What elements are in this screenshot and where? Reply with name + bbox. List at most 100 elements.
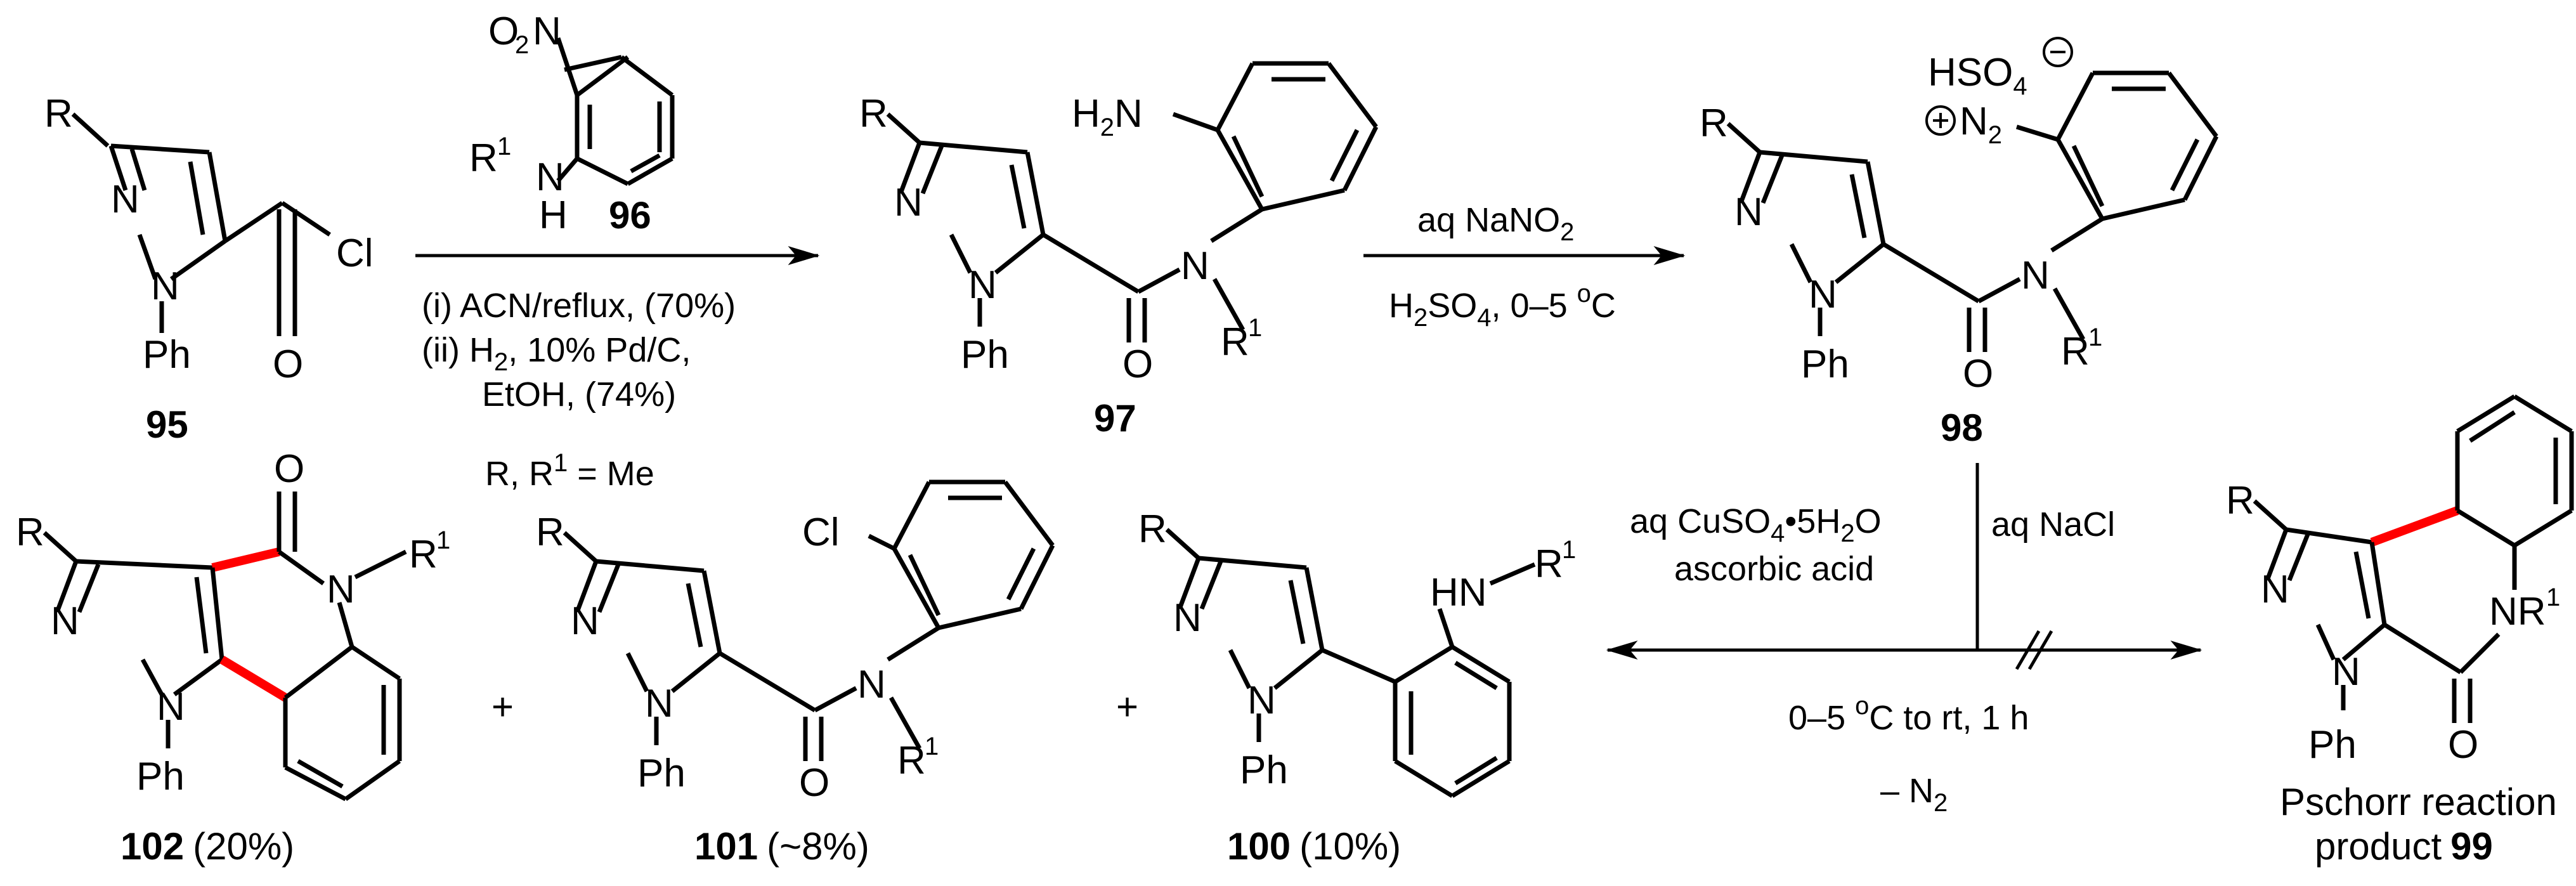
atom-n: N2 <box>1960 100 2002 149</box>
compound-102: R N N Ph O N R 1 102(20%) <box>16 447 450 868</box>
compound-caption: Pschorr reaction <box>2280 781 2557 823</box>
atom-cl: Cl <box>802 511 840 554</box>
atom-o: O <box>274 447 304 491</box>
condition-line: 0–5 oC to rt, 1 h <box>1788 692 2029 737</box>
plus-charge-icon <box>1925 105 1956 136</box>
atom-cl: Cl <box>336 231 374 275</box>
minus-charge-icon <box>2043 37 2073 67</box>
blocked-arrow-mark <box>2015 630 2053 670</box>
superscript: 1 <box>925 733 939 760</box>
atom-n: N <box>2021 254 2050 297</box>
atom-r: R <box>897 739 926 783</box>
atom-ph: Ph <box>136 755 185 798</box>
compound-label: 97 <box>1094 397 1136 440</box>
atom-nr: NR <box>2489 590 2546 634</box>
condition-line: aq NaNO2 <box>1417 201 1574 246</box>
condition-line: (i) ACN/reflux, (70%) <box>422 287 736 325</box>
compound-label: 98 <box>1941 407 1983 449</box>
atom-o: O <box>1963 352 1993 396</box>
atom-ph: Ph <box>1801 342 1849 386</box>
atom-n: N <box>2332 650 2360 694</box>
compound-98: R N N Ph O N R 1 HSO4 N2 98 <box>1700 37 2219 449</box>
atom-r: R <box>1138 507 1167 551</box>
atom-n: N <box>536 155 564 199</box>
condition-line: (ii) H2, 10% Pd/C, <box>422 331 691 376</box>
atom-n: N <box>894 181 923 225</box>
compound-100: R N N Ph HN R 1 100(10%) <box>1138 507 1576 868</box>
atom-h: H <box>539 193 568 237</box>
conditions-step1: (i) ACN/reflux, (70%) (ii) H2, 10% Pd/C,… <box>422 287 736 493</box>
compound-label: 102(20%) <box>120 825 294 868</box>
atom-o: O <box>2448 723 2478 767</box>
atom-n: N <box>571 599 599 643</box>
plus-sign <box>1933 113 1948 128</box>
compound-101: R N N Ph O N R 1 Cl 101(~8%) <box>536 479 1055 868</box>
atom-n: N <box>1247 679 1276 722</box>
atom-n: N <box>968 263 997 307</box>
new-bond-highlight <box>211 547 280 572</box>
superscript: 1 <box>2546 583 2560 611</box>
atom-r: R <box>2226 479 2254 523</box>
atom-r: R <box>859 92 888 136</box>
superscript: 1 <box>2088 323 2102 351</box>
condition-line: EtOH, (74%) <box>482 375 676 414</box>
atom-n: N <box>151 264 179 308</box>
counterion: HSO4 <box>1928 51 2027 100</box>
atom-n: N <box>2261 568 2289 611</box>
atom-n: N <box>1734 190 1763 234</box>
new-bond-highlight <box>219 655 288 702</box>
compound-97: R N N Ph O N R 1 H2N 97 <box>859 61 1379 440</box>
condition-line: ascorbic acid <box>1674 550 1874 588</box>
atom-n: N <box>1181 244 1209 288</box>
compound-99: R N N Ph O NR 1 Pschorr reaction product… <box>2226 394 2574 868</box>
condition-line: – N2 <box>1880 772 1948 817</box>
atom-hn: HN <box>1430 571 1487 615</box>
atom-o: O <box>488 10 519 53</box>
atom-r: R <box>16 511 44 554</box>
atom-r: R <box>469 136 498 180</box>
atom-n: N <box>857 663 886 707</box>
atom-n: N <box>645 682 673 726</box>
subscript: 2 <box>515 31 529 59</box>
atom-r: R <box>536 511 564 554</box>
superscript: 1 <box>1248 314 1262 342</box>
atom-ph: Ph <box>143 333 191 377</box>
compound-label: 101(~8%) <box>694 825 869 868</box>
atom-o: O <box>273 342 303 386</box>
plus-sign: + <box>491 686 514 728</box>
superscript: 1 <box>436 526 450 554</box>
atom-n: N <box>111 178 140 221</box>
atom-r: R <box>409 533 438 577</box>
atom-o: O <box>1122 342 1153 386</box>
atom-n: N <box>1173 596 1202 640</box>
superscript: 1 <box>497 133 511 160</box>
compound-95: R N N Ph Cl O 95 <box>44 92 374 446</box>
compound-96: O 2 N R 1 N H 96 <box>469 10 675 237</box>
atom-r: R <box>1535 542 1563 586</box>
condition-line: aq CuSO4•5H2O <box>1630 502 1882 547</box>
atom-n: N <box>51 599 79 643</box>
conditions-step3: aq CuSO4•5H2O ascorbic acid aq NaCl 0–5 … <box>1630 502 2115 817</box>
atom-n: N <box>157 685 185 729</box>
atom-ph: Ph <box>961 333 1009 377</box>
condition-line: aq NaCl <box>1991 505 2115 544</box>
atom-n: N <box>327 568 355 611</box>
atom-ph: Ph <box>2308 723 2357 767</box>
superscript: 1 <box>1562 536 1576 564</box>
atom-r: R <box>1221 320 1249 364</box>
atom-n: N <box>533 10 561 53</box>
atom-r: R <box>2061 330 2090 374</box>
atom-r: R <box>1700 101 1728 145</box>
compound-label: 95 <box>146 403 188 446</box>
new-bond-highlight <box>2370 506 2459 547</box>
atom-r: R <box>44 92 73 136</box>
compound-label: 100(10%) <box>1227 825 1401 868</box>
condition-line: R, R1 = Me <box>485 449 654 493</box>
plus-sign: + <box>1116 686 1138 728</box>
atom-ph: Ph <box>1240 748 1288 792</box>
conditions-step2: aq NaNO2 H2SO4, 0–5 oC <box>1389 201 1616 332</box>
atom-ph: Ph <box>637 752 686 795</box>
condition-line: H2SO4, 0–5 oC <box>1389 280 1616 332</box>
